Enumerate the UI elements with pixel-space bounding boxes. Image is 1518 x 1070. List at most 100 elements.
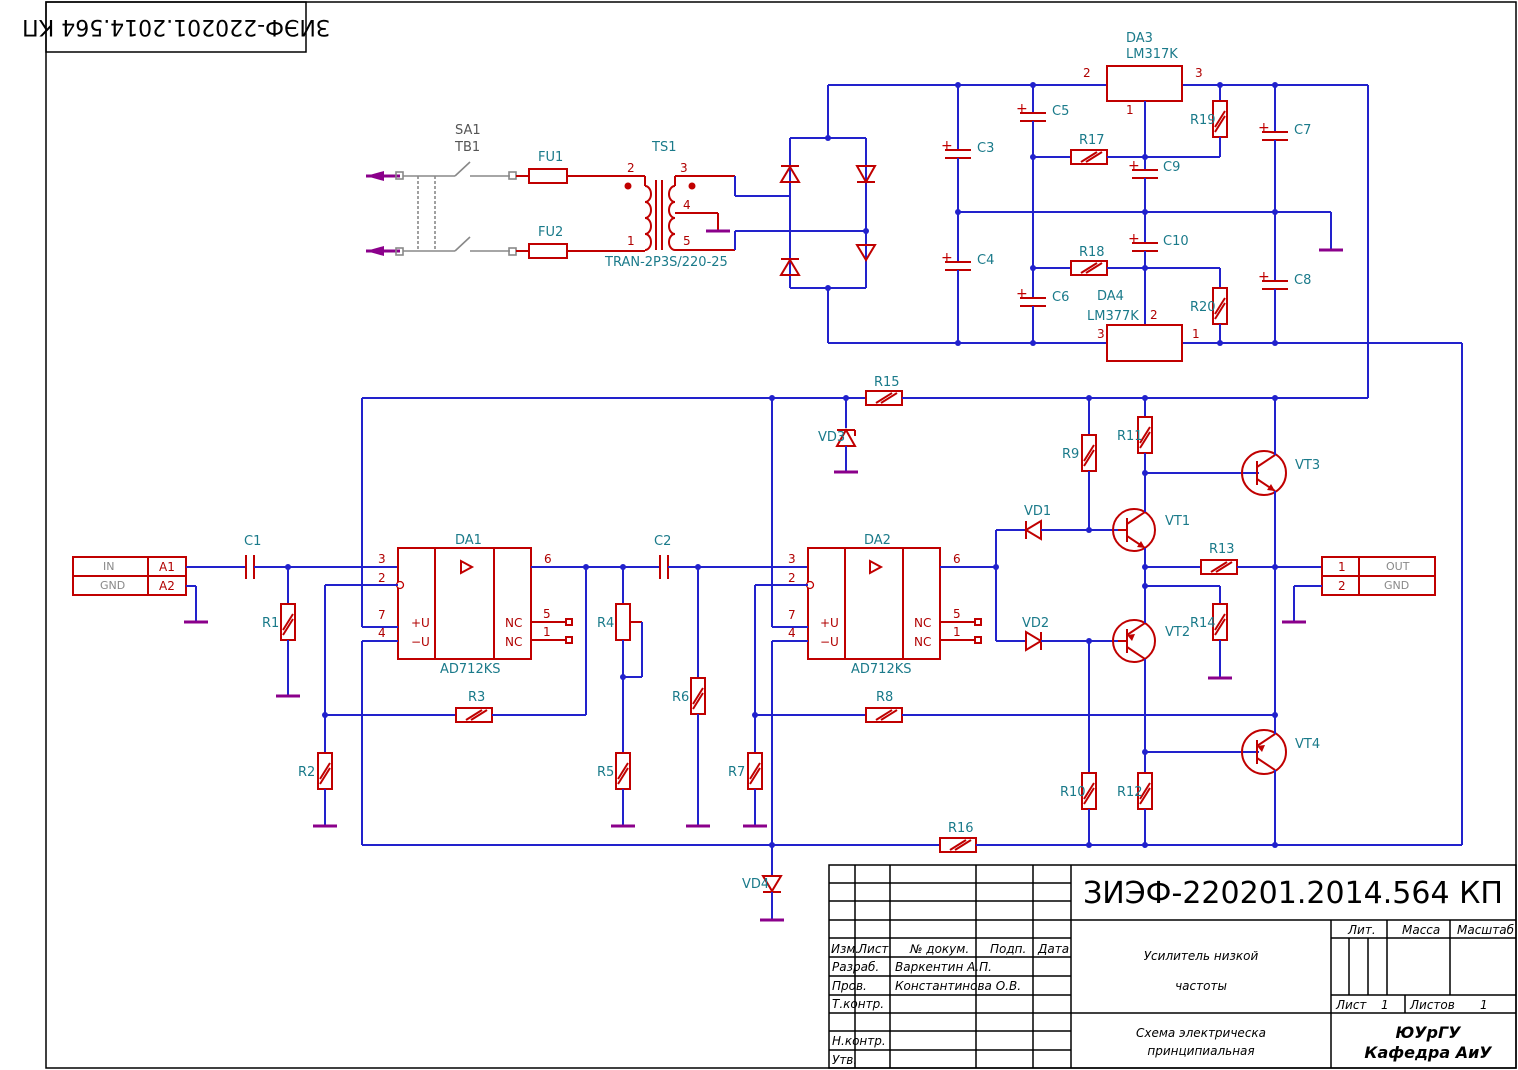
opamp-da1 [395, 547, 532, 660]
label-da1: DA1 [455, 533, 482, 548]
label-r16: R16 [948, 821, 974, 836]
label-da2: DA2 [864, 533, 891, 548]
label-r13: R13 [1209, 542, 1235, 557]
da2-nc-2: NC [914, 635, 931, 649]
ts1-pin-4: 4 [683, 198, 691, 212]
tb-name-line1: Усилитель низкой [1144, 949, 1259, 963]
label-fu2: FU2 [538, 225, 563, 240]
fuse-fu2 [516, 243, 645, 259]
label-tb1: TB1 [454, 140, 480, 155]
tb-org-line1: ЮУрГУ [1395, 1023, 1461, 1042]
tb-row-utv: Утв. [832, 1053, 857, 1067]
tb-org-line2: Кафедра АиУ [1364, 1043, 1492, 1062]
label-r11: R11 [1117, 429, 1143, 444]
switch-sa1 [403, 161, 517, 256]
label-c1: C1 [244, 534, 261, 549]
transistor-vt2 [1112, 619, 1156, 663]
tb-developer: Варкентин А.П. [895, 960, 992, 974]
tb-row-prov: Пров. [832, 979, 867, 993]
label-c10: C10 [1163, 234, 1189, 249]
tb-col-izm: Изм. [831, 942, 859, 956]
potentiometer-r4 [615, 603, 631, 641]
label-c6: C6 [1052, 290, 1069, 305]
label-c3: C3 [977, 141, 994, 156]
da1-pin-6: 6 [544, 552, 552, 566]
label-c7: C7 [1294, 123, 1311, 138]
label-r8: R8 [876, 690, 893, 705]
svg-text:+: + [1128, 231, 1140, 247]
label-c5: C5 [1052, 104, 1069, 119]
tb-checker: Константинова О.В. [895, 979, 1021, 993]
label-r6: R6 [672, 690, 689, 705]
label-vt1: VT1 [1165, 514, 1190, 529]
label-r12: R12 [1117, 785, 1143, 800]
label-vt2: VT2 [1165, 625, 1190, 640]
label-da1-part: AD712KS [440, 662, 501, 677]
label-da3: DA3 [1126, 31, 1153, 46]
tb-row-razrab: Разраб. [832, 960, 879, 974]
tb-doctype-line1: Схема электрическа [1136, 1026, 1266, 1040]
input-connector [72, 556, 187, 596]
label-r1: R1 [262, 616, 279, 631]
mirrored-doc-code: ЗИЭФ-220201.2014.564 КП [22, 14, 330, 39]
label-da4-part: LM377K [1087, 309, 1139, 324]
label-da4: DA4 [1097, 289, 1124, 304]
label-c4: C4 [977, 253, 994, 268]
capacitor-c3: + [941, 85, 971, 212]
label-vd4: VD4 [742, 877, 769, 892]
title-block [828, 864, 1517, 1069]
da1-pin-5: 5 [543, 607, 551, 621]
out-pin-2: 2 [1338, 579, 1346, 593]
label-r18: R18 [1079, 245, 1105, 260]
da2-pin-6: 6 [953, 552, 961, 566]
da2-pin-7: 7 [788, 608, 796, 622]
label-r10: R10 [1060, 785, 1086, 800]
da2-minus-u: −U [820, 635, 839, 649]
opamp-da2 [805, 547, 941, 660]
label-r4: R4 [597, 616, 614, 631]
da3-pin-3: 3 [1195, 66, 1203, 80]
diode-bridge [734, 85, 877, 343]
tb-col-list: Лист [857, 942, 889, 956]
tb-name-line2: частоты [1175, 979, 1227, 993]
tb-row-tkontr: Т.контр. [832, 997, 884, 1011]
label-c2: C2 [654, 534, 671, 549]
label-r19: R19 [1190, 113, 1216, 128]
label-r7: R7 [728, 765, 745, 780]
tb-sheets-value: 1 [1480, 998, 1488, 1012]
capacitor-c6: + [1016, 268, 1046, 343]
out-pin-1: 1 [1338, 560, 1346, 574]
svg-text:+: + [1016, 101, 1028, 117]
in-label: IN [103, 560, 114, 573]
label-vt4: VT4 [1295, 737, 1320, 752]
da3-pin-1: 1 [1126, 103, 1134, 117]
tb-mass-label: Масса [1402, 923, 1440, 937]
tb-col-sign: Подп. [990, 942, 1026, 956]
da3-pin-2: 2 [1083, 66, 1091, 80]
tb-sheet-value: 1 [1381, 998, 1389, 1012]
document-code: ЗИЭФ-220201.2014.564 КП [1083, 876, 1503, 911]
transistor-vt4 [1241, 729, 1287, 775]
capacitor-c4: + [941, 212, 971, 343]
label-vd1: VD1 [1024, 504, 1051, 519]
label-sa1: SA1 [455, 123, 481, 138]
tb-scale-label: Масштаб [1457, 923, 1515, 937]
capacitor-c9: + [1128, 157, 1158, 212]
svg-text:+: + [941, 250, 953, 266]
da2-pin-3: 3 [788, 552, 796, 566]
transformer-ts1 [624, 175, 735, 251]
label-fu1: FU1 [538, 150, 563, 165]
label-c9: C9 [1163, 160, 1180, 175]
out-label: OUT [1386, 560, 1410, 573]
tb-sheet-label: Лист [1335, 998, 1367, 1012]
drawing-frame [45, 1, 1517, 1069]
da2-pin-4: 4 [788, 626, 796, 640]
ts1-pin-3: 3 [680, 161, 688, 175]
da1-pin-1: 1 [543, 625, 551, 639]
label-ts1: TS1 [651, 140, 676, 155]
in-gnd-label: GND [100, 579, 125, 592]
capacitor-c5: + [1016, 85, 1046, 268]
capacitor-c8: + [1258, 212, 1288, 343]
ts1-pin-1: 1 [627, 234, 635, 248]
